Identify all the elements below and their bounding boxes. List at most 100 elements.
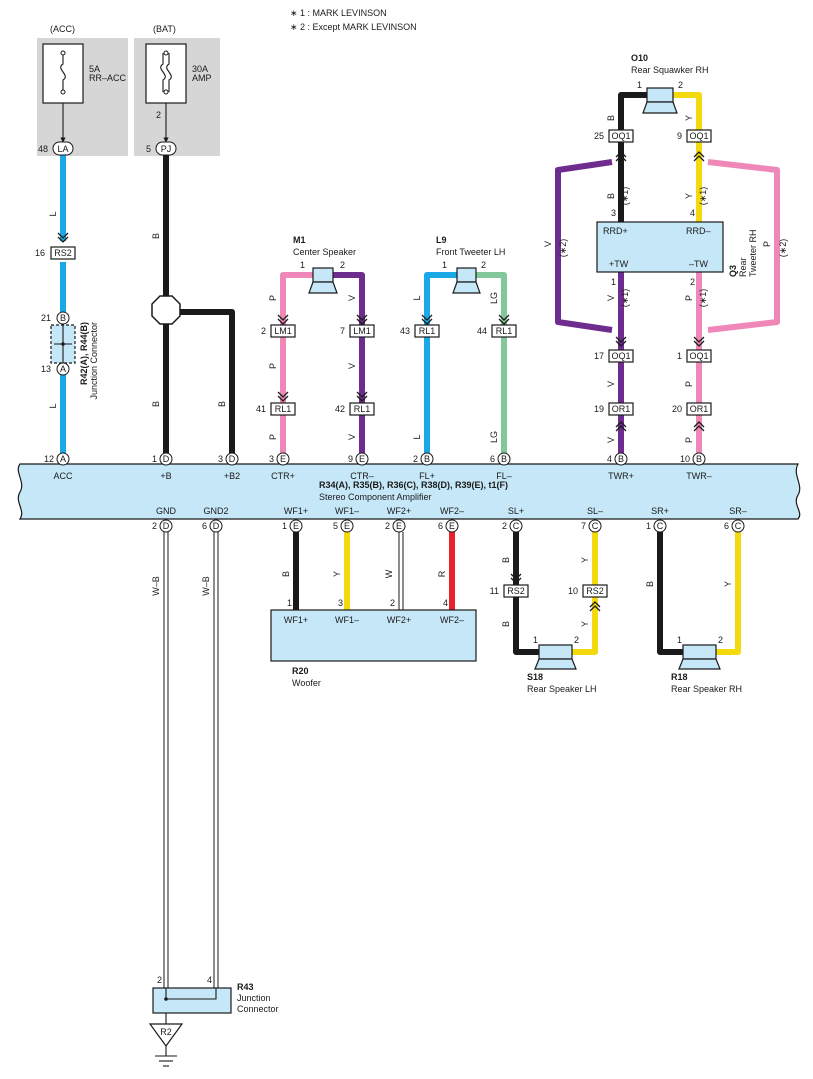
rear-speaker-lh-name: Rear Speaker LH xyxy=(527,684,597,694)
connector-rs2-sl-b-num: 10 xyxy=(568,586,578,596)
connector-or1-b-code: OR1 xyxy=(690,404,709,414)
rear-squawker: O10 Rear Squawker RH 1 2 xyxy=(631,53,709,114)
note-2: ∗ 2 : Except MARK LEVINSON xyxy=(290,22,417,32)
amp-bottom-pin xyxy=(588,519,602,533)
rear-tweeter-pin1: 1 xyxy=(611,277,616,287)
connector-lm1-b xyxy=(349,324,375,338)
connector-oq1-bot-a-num: 17 xyxy=(594,351,604,361)
amp-top-pin xyxy=(355,452,369,466)
rear-tweeter-line2: Tweeter RH xyxy=(748,229,758,277)
r42-name: R42(A), R44(B) xyxy=(79,322,89,385)
connector-lm1-b-code: LM1 xyxy=(353,326,371,336)
r42-desc: Junction Connector xyxy=(89,322,99,400)
woofer-id: R20 xyxy=(292,666,309,676)
pin-pj-code: PJ xyxy=(161,144,172,154)
wire-fl-minus xyxy=(476,272,507,455)
amp-top-pin-label: FL– xyxy=(496,471,512,481)
wire-label-sr-b: B xyxy=(645,581,655,587)
rear-squawker-p2: 2 xyxy=(678,80,683,90)
amp-top-pin-number: 4 xyxy=(607,454,612,464)
acc-fuse-rating: 5A xyxy=(89,64,100,74)
wire-ctr-plus xyxy=(280,272,313,455)
amp-top-pin-number: 1 xyxy=(152,454,157,464)
amp-top-pin-number: 10 xyxy=(680,454,690,464)
amp-top-pin xyxy=(614,452,628,466)
wire-label-sl-b-lower: B xyxy=(501,621,511,627)
connector-rs2-sl-a-code: RS2 xyxy=(507,586,525,596)
connector-rs2-top-num: 16 xyxy=(35,248,45,258)
woofer-pin-number: 2 xyxy=(390,598,395,608)
connector-rs2-sl-a xyxy=(503,584,529,598)
connector-or1-a xyxy=(608,402,634,416)
wire-label-twr-p-low2: P xyxy=(684,437,694,443)
wire-squawker-y xyxy=(673,92,702,222)
connector-oq1-bot-b xyxy=(686,349,712,363)
rear-tweeter-q3: RRD+ RRD– +TW –TW 3 4 1 2 Q3 Rear Tweete… xyxy=(596,208,758,287)
connector-rs2-sl-a-num: 11 xyxy=(490,586,499,596)
amp-bottom-pin-label: SR– xyxy=(729,506,747,516)
wire-label-gnd2-wb: W–B xyxy=(201,576,211,596)
amp-bottom-pin-label: WF2– xyxy=(440,506,464,516)
amp-bottom-pin-connector: E xyxy=(396,521,402,531)
note-ref-rrd-b: (∗1) xyxy=(698,187,708,206)
connector-rl1-d-num: 44 xyxy=(477,326,487,336)
rear-speaker-rh-p1: 1 xyxy=(677,635,682,645)
wire-label-bat-b-left: B xyxy=(151,401,161,407)
r43-pin4: 4 xyxy=(207,975,212,985)
amp-bottom-pin-number: 2 xyxy=(502,521,507,531)
connector-rl1-c-num: 43 xyxy=(400,326,410,336)
connector-oq1-top-b xyxy=(686,129,712,143)
acc-source-label: (ACC) xyxy=(50,24,75,34)
wire-label-ctr-p-upper: P xyxy=(268,295,278,301)
rear-squawker-id: O10 xyxy=(631,53,648,63)
wire-label-wf2p: W xyxy=(384,569,394,578)
amp-top-pin-label: CTR+ xyxy=(271,471,295,481)
amp-bottom-pin-number: 2 xyxy=(385,521,390,531)
connector-rl1-a-code: RL1 xyxy=(275,404,292,414)
r42-pin-bot-code: A xyxy=(60,364,66,374)
amplifier-desc: Stereo Component Amplifier xyxy=(319,492,432,502)
wire-label-twr-b: B xyxy=(606,193,616,199)
wire-label-twr-v-mid: V xyxy=(606,295,616,301)
wire-sr-minus xyxy=(716,532,741,655)
rear-tweeter-pin4: 4 xyxy=(690,208,695,218)
wire-label-bat-b-right: B xyxy=(217,401,227,407)
r42-pin-bot xyxy=(56,362,70,376)
amp-top-pin-label: +B2 xyxy=(224,471,240,481)
woofer-pin-label: WF2+ xyxy=(387,615,411,625)
front-tweeter: L9 Front Tweeter LH 1 2 xyxy=(436,235,505,294)
amp-top-pin-connector: E xyxy=(359,454,365,464)
amp-top-pin xyxy=(497,452,511,466)
connector-rl1-c xyxy=(414,324,440,338)
rear-speaker-rh: R18 Rear Speaker RH 1 2 xyxy=(671,635,742,694)
amp-top-pin-number: 2 xyxy=(413,454,418,464)
rear-squawker-p1: 1 xyxy=(637,80,642,90)
amp-bottom-pin-connector: D xyxy=(213,521,220,531)
connector-oq1-top-a-code: OQ1 xyxy=(611,131,630,141)
amp-top-pin-label: TWR– xyxy=(686,471,712,481)
amp-bottom-pin-number: 1 xyxy=(282,521,287,531)
connector-rl1-a-num: 41 xyxy=(256,404,266,414)
wire-label-twr-y: Y xyxy=(684,193,694,199)
rear-tweeter-rrd-minus: RRD– xyxy=(686,226,711,236)
connector-rl1-b-code: RL1 xyxy=(354,404,371,414)
amp-top-pin-number: 12 xyxy=(44,454,54,464)
amp-bottom-pin-label: SR+ xyxy=(651,506,669,516)
wire-label-twr-v-low2: V xyxy=(606,437,616,443)
connector-or1-b-num: 20 xyxy=(672,404,682,414)
wire-label-fl-l-upper: L xyxy=(412,295,422,300)
wires xyxy=(60,92,780,1024)
amplifier-body xyxy=(17,463,801,520)
front-tweeter-p1: 1 xyxy=(442,260,447,270)
inline-connectors: RS2 16 LM1 2 LM1 7 RL1 41 RL1 42 RL1 43 … xyxy=(35,129,712,598)
rear-tweeter-tw-minus: –TW xyxy=(689,259,709,269)
supply-area: (ACC) (BAT) 5A RR–ACC 30A AMP 2 xyxy=(37,24,220,156)
wire-label-ctr-v-lower: V xyxy=(347,434,357,440)
wire-label-acc-l-upper: L xyxy=(48,211,58,216)
rear-speaker-rh-id: R18 xyxy=(671,672,688,682)
connector-rs2-sl-b xyxy=(582,584,608,598)
connector-or1-a-code: OR1 xyxy=(612,404,631,414)
center-speaker-p2: 2 xyxy=(340,260,345,270)
r42-pin-top-code: B xyxy=(60,313,66,323)
